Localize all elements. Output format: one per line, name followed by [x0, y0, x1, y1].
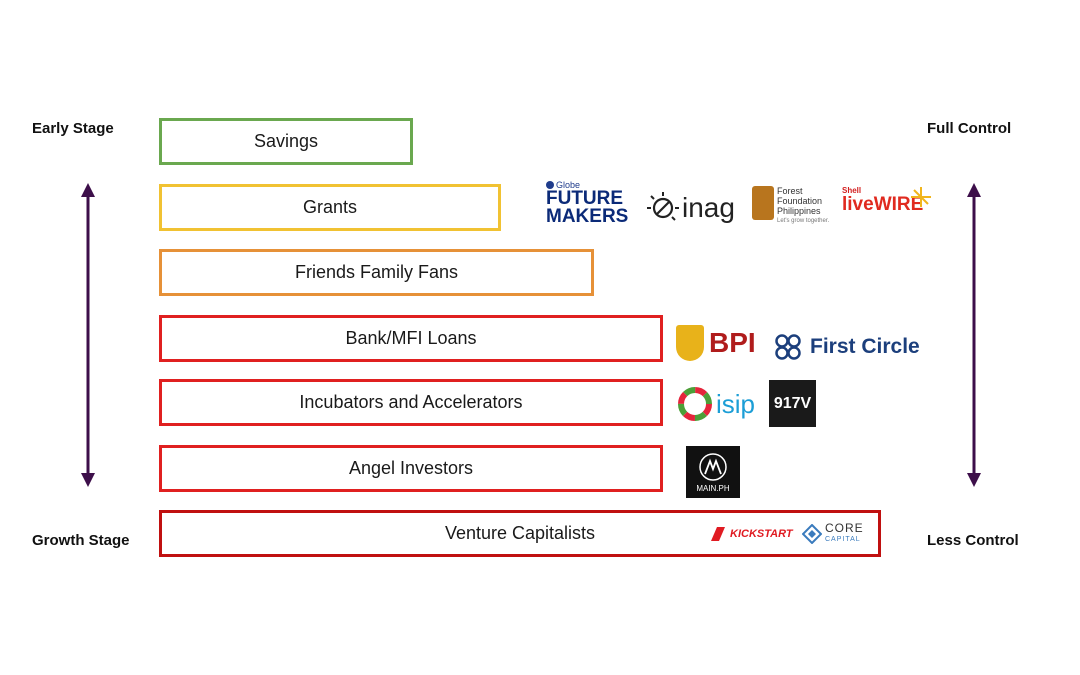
less-control-label: Less Control [927, 532, 1019, 549]
stage-bar-grants: Grants [159, 184, 501, 231]
isip-logo: isip [678, 384, 758, 424]
livewire-small-text: Shell [842, 186, 862, 195]
sun-icon [647, 192, 679, 221]
forest-line2: Foundation [777, 196, 823, 206]
growth-stage-label: Growth Stage [32, 532, 130, 549]
globe-icon [546, 181, 554, 189]
forest-emblem-icon [752, 186, 774, 220]
917v-logo: 917V [769, 380, 816, 427]
core-capital-icon [802, 524, 822, 544]
stage-label: Angel Investors [348, 458, 474, 478]
stage-bar-angel-investors: Angel Investors [159, 445, 663, 492]
full-control-label: Full Control [927, 120, 1012, 137]
livewire-text: liveWIRE [842, 194, 924, 215]
inag-logo: inag [646, 188, 746, 228]
sdg-wheel-icon [678, 387, 712, 421]
kickstart-icon [711, 527, 725, 541]
early-stage-label: Early Stage [32, 120, 114, 137]
stage-bar-savings: Savings [159, 118, 413, 165]
917v-text: 917V [773, 394, 812, 412]
stage-arrow [81, 183, 95, 487]
globe-line1: FUTURE [546, 188, 624, 209]
stage-bar-friends-family-fans: Friends Family Fans [159, 249, 594, 296]
globe-future-makers-logo: Globe FUTURE MAKERS [546, 180, 636, 234]
stage-label: Bank/MFI Loans [345, 328, 477, 348]
globe-small-text: Globe [556, 180, 581, 190]
bpi-crest-icon [676, 325, 704, 361]
kickstart-text: KICKSTART [730, 528, 793, 540]
inag-text: inag [682, 192, 735, 223]
forest-tagline: Let's grow together. [777, 218, 830, 224]
stage-label: Savings [253, 131, 319, 151]
forest-foundation-logo: Forest Foundation Philippines Let's grow… [752, 186, 834, 232]
stage-label: Incubators and Accelerators [299, 392, 523, 412]
main-ph-text: MAIN.PH [696, 483, 730, 493]
kickstart-logo: KICKSTART [709, 522, 801, 546]
first-circle-text: First Circle [810, 335, 920, 358]
bpi-text: BPI [709, 327, 756, 358]
stage-bar-bank-loans: Bank/MFI Loans [159, 315, 663, 362]
shell-livewire-logo: Shell liveWIRE [842, 186, 934, 226]
control-arrow [967, 183, 981, 487]
core-text: CORE [825, 521, 864, 535]
stage-label: Venture Capitalists [444, 523, 596, 543]
first-circle-logo: First Circle [774, 330, 939, 364]
stage-bar-incubators: Incubators and Accelerators [159, 379, 663, 426]
isip-text: isip [716, 388, 756, 419]
main-ph-emblem-icon [699, 452, 727, 481]
stage-label: Grants [302, 197, 358, 217]
first-circle-icon [775, 334, 801, 360]
core-capital-logo: CORE CAPITAL [802, 520, 874, 548]
stage-label: Friends Family Fans [294, 262, 459, 282]
spark-icon [911, 187, 931, 207]
main-ph-logo: MAIN.PH [686, 446, 740, 498]
forest-line3: Philippines [777, 206, 821, 216]
globe-line2: MAKERS [546, 206, 629, 227]
bpi-logo: BPI [676, 323, 766, 363]
capital-text: CAPITAL [825, 536, 861, 543]
forest-line1: Forest [777, 186, 803, 196]
